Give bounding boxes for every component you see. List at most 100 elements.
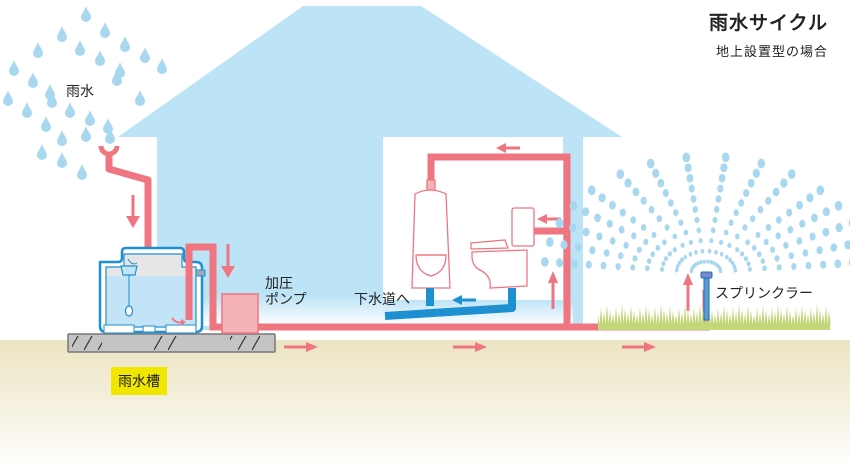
spray-droplet <box>783 241 789 249</box>
sprinkler-icon <box>700 271 713 321</box>
spray-droplet <box>672 247 677 253</box>
spray-droplet <box>709 238 714 244</box>
water-drop-icon <box>41 116 51 132</box>
spray-droplet <box>805 261 812 270</box>
spray-droplet <box>835 223 843 233</box>
spray-droplet <box>806 193 814 203</box>
water-drop-icon <box>37 144 47 160</box>
spray-droplet <box>776 264 782 271</box>
water-drop-icon <box>81 6 91 22</box>
spray-droplet <box>589 246 596 255</box>
spray-droplet <box>822 207 831 217</box>
spray-droplet <box>735 247 740 253</box>
spray-droplet <box>775 216 782 224</box>
spray-droplet <box>615 263 621 270</box>
spray-droplet <box>672 233 678 240</box>
spray-droplet <box>755 231 761 239</box>
water-drop-icon <box>100 22 110 38</box>
spray-droplet <box>834 200 843 211</box>
spray-droplet <box>710 227 716 234</box>
spray-droplet <box>643 238 649 246</box>
spray-droplet <box>750 215 756 223</box>
spray-droplet <box>596 232 603 241</box>
spray-droplet <box>606 219 613 228</box>
spray-droplet <box>715 195 722 203</box>
spray-droplet <box>757 205 764 214</box>
spray-droplet <box>616 169 625 180</box>
spray-droplet <box>636 246 642 253</box>
spray-droplet <box>720 163 728 173</box>
water-drop-icon <box>65 102 75 118</box>
spray-droplet <box>733 209 739 217</box>
spray-droplet <box>757 251 762 258</box>
spray-droplet <box>721 152 730 163</box>
spray-droplet <box>718 173 726 183</box>
spray-droplet <box>770 246 776 253</box>
spray-droplet <box>727 242 732 248</box>
spray-droplet <box>667 251 673 257</box>
spray-droplet <box>663 256 669 262</box>
pump-label-line2: ポンプ <box>265 292 307 309</box>
tank-water <box>107 276 195 326</box>
spray-droplet <box>696 227 702 234</box>
spray-droplet <box>603 249 610 257</box>
spray-droplet <box>743 189 750 198</box>
down-arrow-rain <box>126 195 140 228</box>
spray-droplet <box>746 261 751 267</box>
water-drop-icon <box>77 164 87 180</box>
spray-droplet <box>775 232 781 240</box>
drain-pipe <box>384 288 516 320</box>
spray-droplet <box>664 224 670 231</box>
arrow-right-2 <box>453 342 487 352</box>
spray-droplet <box>686 173 694 183</box>
spray-droplet <box>734 233 740 240</box>
spray-droplet <box>683 229 689 236</box>
spray-droplet <box>787 226 794 234</box>
spray-droplet <box>662 239 667 246</box>
spray-droplet <box>762 265 767 272</box>
spray-droplet <box>619 208 626 217</box>
spray-droplet <box>556 258 564 268</box>
spray-droplet <box>680 242 685 248</box>
spray-droplet <box>632 255 638 262</box>
spray-droplet <box>725 254 729 260</box>
spray-droplet <box>809 232 816 241</box>
spray-droplet <box>772 187 780 197</box>
spray-droplet <box>765 224 772 231</box>
arrow-up-sprinkler <box>683 273 693 311</box>
spray-droplet <box>690 195 697 203</box>
spray-droplet <box>660 266 665 272</box>
spray-droplet <box>662 189 669 198</box>
spray-droplet <box>712 261 716 266</box>
spray-droplet <box>719 269 723 274</box>
spray-droplet <box>546 237 554 248</box>
rain-label: 雨水 <box>66 84 94 100</box>
water-drop-icon <box>28 72 38 88</box>
spray-droplet <box>652 168 660 178</box>
spray-droplet <box>709 260 713 265</box>
flow-arrows <box>284 143 693 352</box>
spray-droplet <box>830 243 838 252</box>
spray-droplet <box>723 229 729 236</box>
spray-droplet <box>673 209 679 217</box>
spray-droplet <box>555 218 564 229</box>
spray-droplet <box>683 254 687 260</box>
urinal <box>411 179 451 289</box>
spray-droplet <box>609 237 616 245</box>
spray-droplet <box>680 257 684 263</box>
spray-droplet <box>706 259 710 264</box>
spray-droplet <box>661 261 666 267</box>
water-drop-icon <box>9 60 19 76</box>
water-drop-icon <box>33 42 43 58</box>
spray-droplet <box>570 259 578 269</box>
spray-droplet <box>651 231 657 239</box>
spray-droplet <box>796 237 803 245</box>
pressure-pump <box>221 293 259 334</box>
spray-droplet <box>796 200 803 210</box>
spray-droplet <box>631 232 637 240</box>
spray-droplet <box>702 259 706 264</box>
title-subtitle: 地上設置型の場合 <box>715 45 828 60</box>
spray-droplet <box>623 241 629 249</box>
spray-droplet <box>574 243 582 252</box>
spray-droplet <box>667 199 674 207</box>
